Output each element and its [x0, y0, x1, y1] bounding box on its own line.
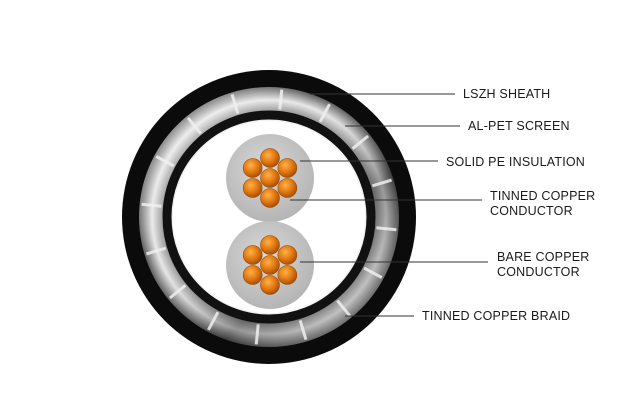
- copper-strand: [242, 178, 263, 198]
- braid-strand-marks: [141, 89, 397, 345]
- braid-strand: [155, 155, 175, 168]
- copper-strand: [260, 168, 280, 188]
- label-bare-copper-conductor: BARE COPPER CONDUCTOR: [497, 250, 590, 280]
- braid-strand: [254, 324, 260, 345]
- label-tinned-line2: CONDUCTOR: [490, 204, 573, 218]
- braid-strand: [141, 202, 162, 208]
- copper-strand: [242, 245, 263, 265]
- label-tinned-line1: TINNED COPPER: [490, 189, 596, 203]
- braid-strand: [318, 103, 331, 123]
- braid-strand: [363, 266, 383, 279]
- copper-strand: [277, 178, 298, 198]
- braid-strand: [146, 246, 167, 256]
- copper-strand: [242, 265, 263, 285]
- label-bare-line1: BARE COPPER: [497, 250, 590, 264]
- label-al-pet-screen: AL-PET SCREEN: [468, 119, 570, 133]
- label-solid-pe-insulation: SOLID PE INSULATION: [446, 155, 586, 169]
- copper-strand: [260, 235, 280, 255]
- copper-strand: [260, 255, 280, 275]
- braid-strand: [371, 178, 392, 188]
- copper-strand: [277, 158, 298, 178]
- bare-copper-conductor: [242, 235, 298, 295]
- copper-strand: [260, 275, 280, 295]
- braid-strand: [298, 319, 308, 340]
- copper-strand: [277, 265, 298, 285]
- braid-strand: [186, 116, 202, 135]
- label-tinned-copper-braid: TINNED COPPER BRAID: [422, 309, 571, 323]
- copper-strand: [260, 188, 280, 208]
- braid-strand: [168, 284, 187, 300]
- braid-strand: [351, 134, 370, 150]
- braid-strand: [376, 226, 397, 232]
- copper-strand: [260, 148, 280, 168]
- leader-lines: [290, 93, 488, 317]
- braid-strand: [336, 299, 352, 318]
- label-tinned-copper-conductor: TINNED COPPER CONDUCTOR: [490, 189, 595, 219]
- copper-strand: [242, 158, 263, 178]
- braid-strand: [207, 311, 220, 331]
- copper-strand: [277, 245, 298, 265]
- braid-strand: [278, 89, 284, 110]
- braid-strand: [230, 94, 240, 115]
- tinned-copper-conductor: [242, 148, 298, 208]
- label-bare-line2: CONDUCTOR: [497, 265, 580, 279]
- label-lszh-sheath: LSZH SHEATH: [463, 87, 551, 101]
